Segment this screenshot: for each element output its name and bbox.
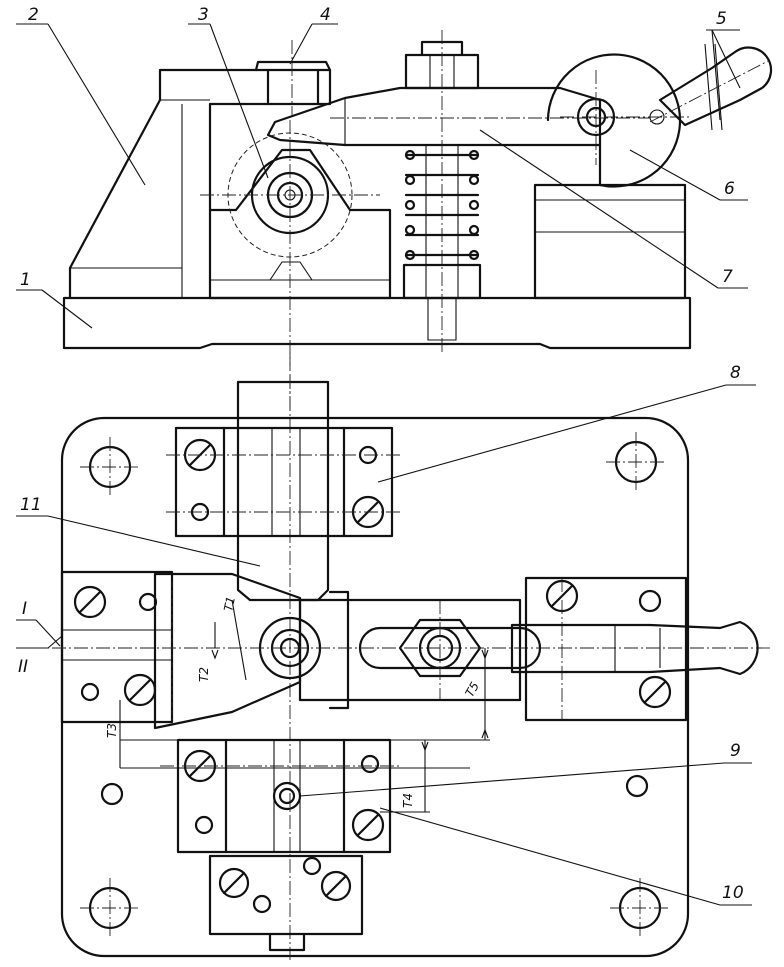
upper-guide-block	[166, 426, 400, 538]
callout-5: 5	[716, 9, 727, 29]
section-label-2: II	[18, 657, 28, 677]
top-pin	[254, 60, 332, 106]
spring	[404, 153, 480, 257]
dim-t4: T4	[401, 793, 415, 808]
callout-10: 10	[722, 883, 744, 903]
callout-2: 2	[28, 5, 39, 25]
callout-7: 7	[722, 267, 733, 287]
cam	[546, 53, 682, 188]
dim-t2: T2	[197, 667, 211, 682]
leader-lines	[16, 23, 756, 906]
plan-view	[30, 375, 770, 960]
callout-9: 9	[730, 741, 741, 761]
locating-pin	[272, 781, 302, 811]
callout-8: 8	[730, 363, 741, 383]
right-handle-block	[524, 576, 688, 722]
dim-t3: T3	[105, 723, 119, 738]
workpiece	[236, 380, 330, 602]
clamp-lever-plan	[298, 598, 522, 702]
cam-handle-plan	[510, 620, 759, 676]
base-plate-front	[62, 296, 692, 350]
bottom-block	[208, 854, 364, 952]
callout-4: 4	[320, 5, 331, 25]
callout-1: 1	[20, 270, 31, 290]
right-support-block	[533, 183, 687, 300]
dim-t5: T5	[462, 680, 482, 700]
callout-6: 6	[724, 179, 735, 199]
left-bracket	[68, 68, 332, 300]
front-view	[62, 30, 773, 370]
callout-3: 3	[198, 5, 209, 25]
dim-t1: T1	[221, 595, 238, 613]
corner-holes	[80, 432, 670, 938]
dimension-lines	[119, 599, 490, 813]
eccentric-support	[208, 148, 392, 300]
callout-labels: 1 2 3 4 5 6 7 8 9 10 11 I II	[18, 5, 744, 903]
dimension-labels: T1 T2 T3 T4 T5	[105, 595, 482, 808]
section-label-1: I	[22, 599, 27, 619]
cam-handle	[658, 46, 773, 127]
lower-guide-block	[160, 738, 400, 854]
callout-11: 11	[20, 495, 42, 515]
